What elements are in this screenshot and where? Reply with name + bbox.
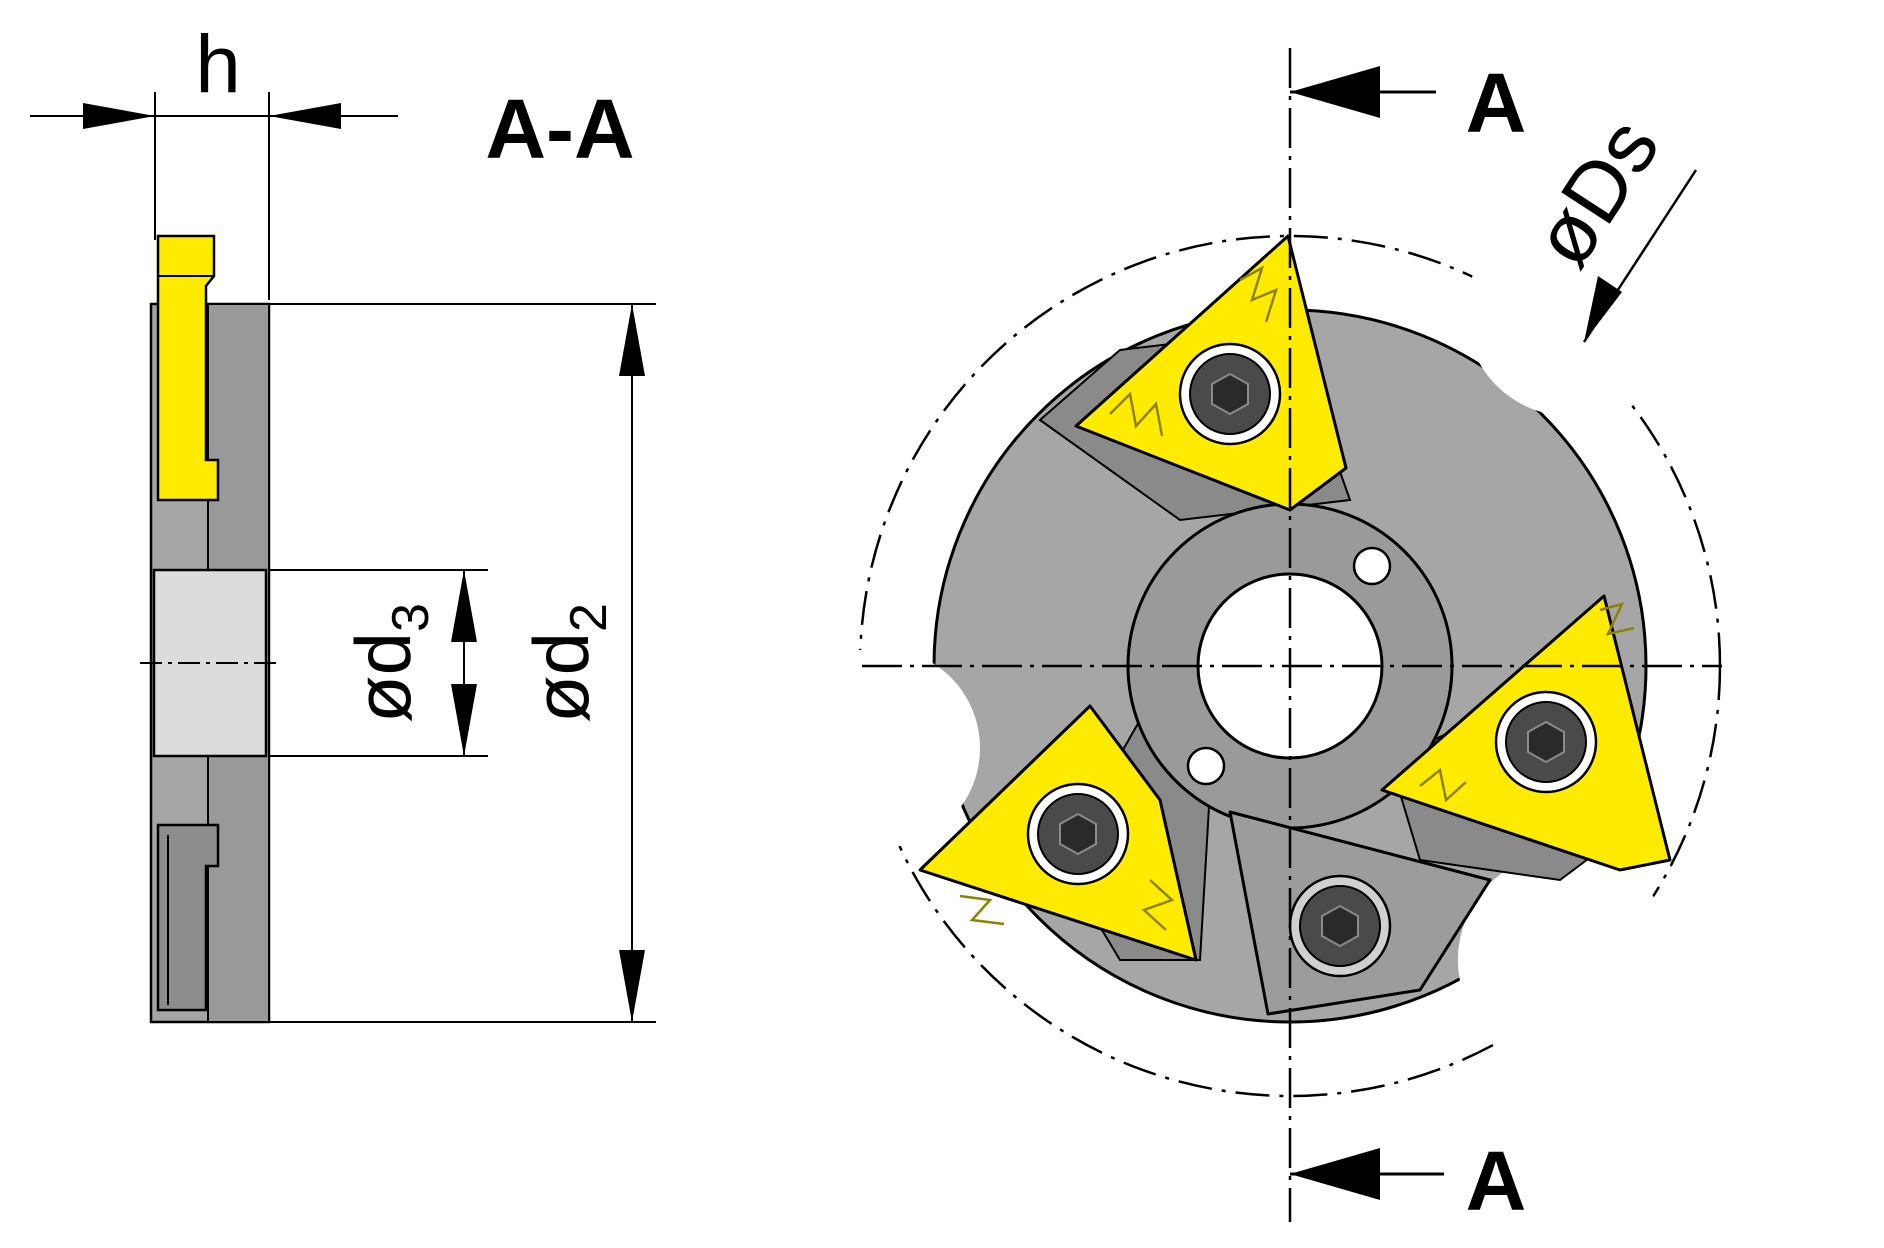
arrow-h-left [83,103,155,129]
insert-top-teeth [1109,265,1278,437]
insert-right-teeth [1419,602,1635,803]
label-d2-prefix: ød [517,632,605,723]
label-d3-prefix: ød [339,632,427,723]
flute-cutout-bottom [1458,852,1674,1068]
insert-top-screw-hex [1211,372,1249,416]
arrow-h-right [269,103,341,129]
section-mark-bottom-arrow [1290,1148,1380,1200]
arrow-d2-top [619,304,645,376]
section-mark-top-label: A [1466,56,1527,150]
label-d2-subscript: 2 [560,603,618,632]
label-d2: ød2 [517,603,618,723]
insert-left-teeth [959,879,1175,931]
insert-right [1380,594,1672,872]
section-view: h A-A ød3 ød2 [30,19,656,1024]
section-title: A-A [485,82,634,176]
arrow-d3-bottom [451,684,477,756]
section-mark-bottom-label: A [1466,1134,1527,1228]
insert-left [918,704,1198,962]
insert-top [1074,234,1348,512]
seat-bottom-screw-hex [1321,904,1359,948]
flute-cutout-left [780,648,980,848]
insert-seat-bottom [1228,810,1492,1016]
arrow-ds [1584,276,1622,342]
flute-cutout-right [1466,208,1674,416]
front-view: A A øDs [780,48,1722,1228]
arrow-d2-bottom [619,950,645,1022]
top-insert [156,234,220,502]
insert-left-screw-hex [1059,812,1097,856]
bottom-insert-seat [156,823,220,1012]
coolant-hole-upper [1352,546,1392,586]
arrow-d3-top [451,570,477,642]
coolant-hole-lower [1186,746,1226,786]
label-d3-subscript: 3 [382,603,440,632]
label-d3: ød3 [339,603,440,723]
insert-right-screw-hex [1527,720,1565,764]
section-mark-top-arrow [1290,66,1380,118]
label-h: h [195,19,241,110]
